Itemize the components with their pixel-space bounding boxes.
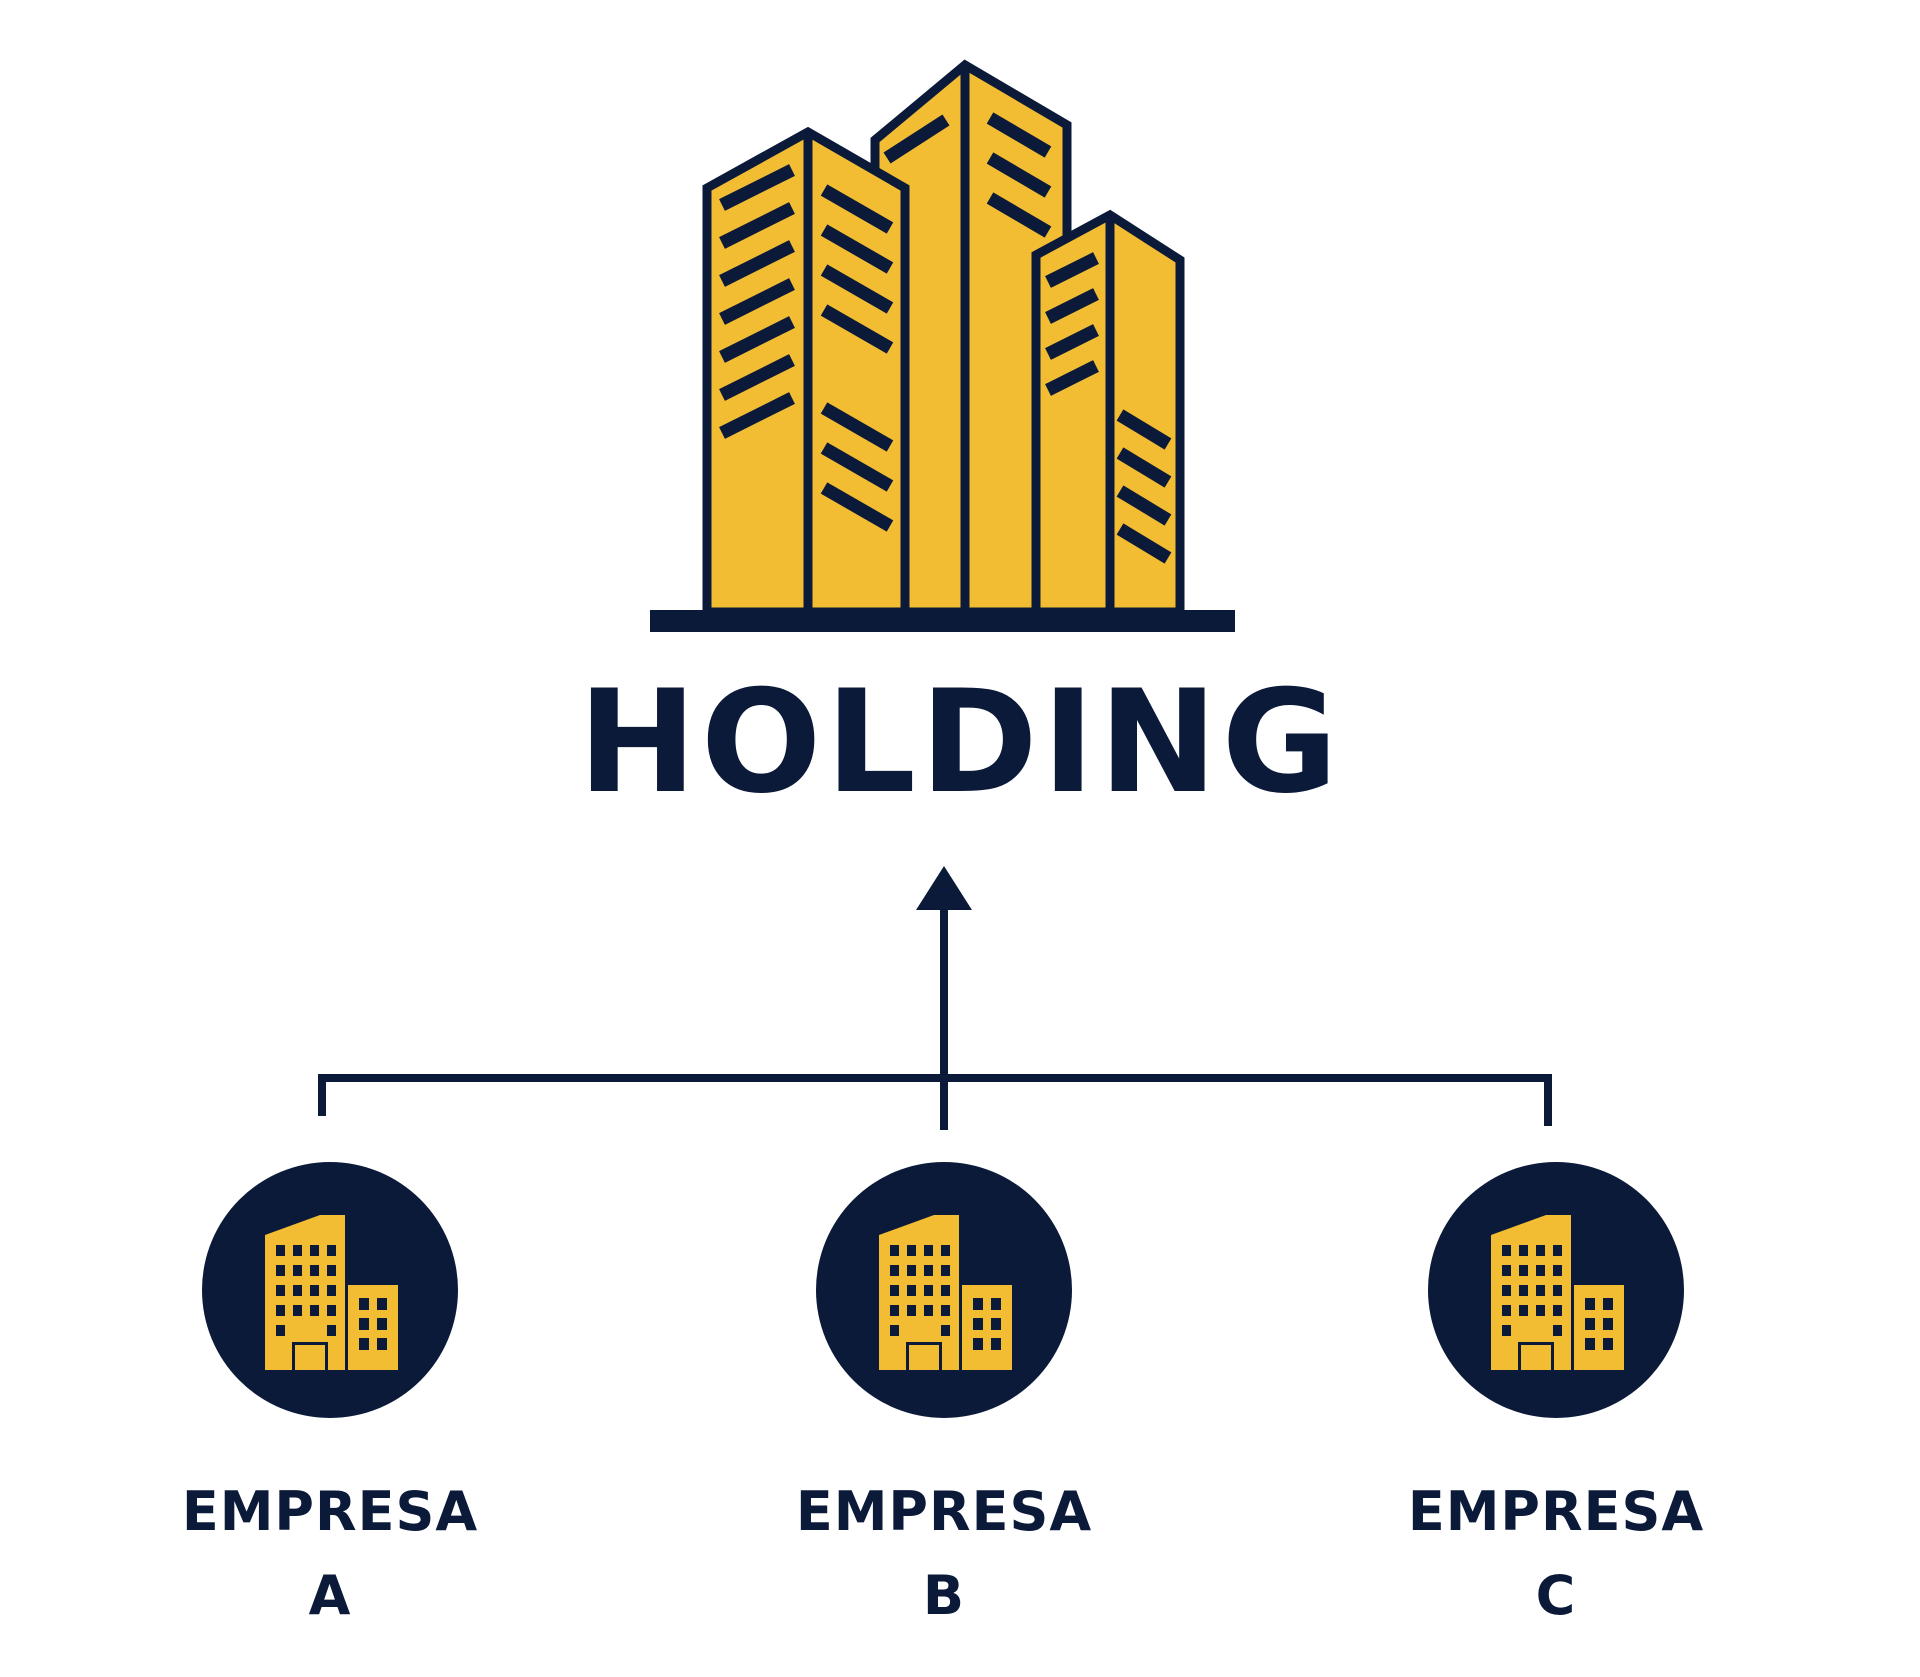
building-icon: [879, 1215, 1012, 1370]
company-node-c: [1428, 1162, 1684, 1418]
company-label-line1: EMPRESA: [181, 1480, 479, 1543]
company-label-a: EMPRESA A: [110, 1470, 550, 1638]
company-label-line1: EMPRESA: [1407, 1480, 1705, 1543]
company-label-c: EMPRESA C: [1336, 1470, 1776, 1638]
company-label-line2: A: [308, 1564, 352, 1627]
holding-title: HOLDING: [577, 660, 1343, 825]
arrow-up-icon: [916, 866, 972, 910]
company-label-line2: C: [1535, 1564, 1577, 1627]
company-label-b: EMPRESA B: [724, 1470, 1164, 1638]
building-icon: [1491, 1215, 1624, 1370]
company-label-line2: B: [922, 1564, 966, 1627]
company-label-line1: EMPRESA: [795, 1480, 1093, 1543]
company-node-b: [816, 1162, 1072, 1418]
ground-line: [650, 610, 1235, 632]
office-towers-icon: [702, 59, 1185, 617]
building-icon: [265, 1215, 398, 1370]
connector-lines: [318, 901, 1552, 1130]
company-node-a: [202, 1162, 458, 1418]
